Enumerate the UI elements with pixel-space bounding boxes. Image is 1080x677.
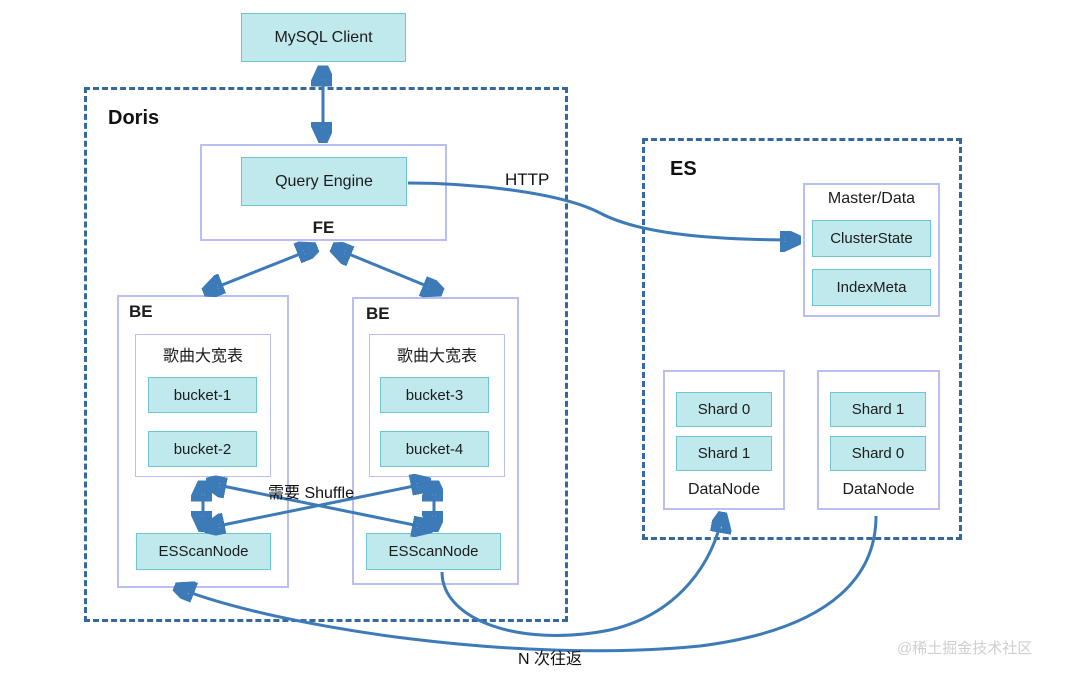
datanode-right-shard-0[interactable]: Shard 0 xyxy=(830,436,926,471)
indexmeta-node[interactable]: IndexMeta xyxy=(812,269,931,306)
datanode-left-shard-1[interactable]: Shard 1 xyxy=(676,436,772,471)
watermark: @稀土掘金技术社区 xyxy=(897,640,1033,657)
esscannode-left-node[interactable]: ESScanNode xyxy=(136,533,271,570)
query-engine-node[interactable]: Query Engine xyxy=(241,157,407,206)
be-left-table-label: 歌曲大宽表 xyxy=(162,348,243,365)
esscannode-right-node[interactable]: ESScanNode xyxy=(366,533,501,570)
clusterstate-node[interactable]: ClusterState xyxy=(812,220,931,257)
bucket-1-node[interactable]: bucket-1 xyxy=(148,377,257,413)
be-right-table-group xyxy=(369,334,505,477)
mysql-client-node[interactable]: MySQL Client xyxy=(241,13,406,62)
roundtrips-label: N 次往返 xyxy=(518,651,583,668)
fe-label: FE xyxy=(312,218,335,237)
bucket-2-node[interactable]: bucket-2 xyxy=(148,431,257,467)
datanode-left-shard-0[interactable]: Shard 0 xyxy=(676,392,772,427)
datanode-right-shard-1[interactable]: Shard 1 xyxy=(830,392,926,427)
be-right-table-label: 歌曲大宽表 xyxy=(396,348,477,365)
es-zone-title: ES xyxy=(670,158,697,180)
master-data-label: Master/Data xyxy=(827,190,916,207)
datanode-right-group xyxy=(817,370,940,510)
doris-zone-title: Doris xyxy=(108,107,160,129)
master-data-group xyxy=(803,183,940,317)
datanode-right-label: DataNode xyxy=(842,481,915,498)
be-right-label: BE xyxy=(366,304,390,323)
bucket-3-node[interactable]: bucket-3 xyxy=(380,377,489,413)
datanode-left-group xyxy=(663,370,785,510)
shuffle-label: 需要 Shuffle xyxy=(268,485,354,502)
datanode-left-label: DataNode xyxy=(687,481,761,498)
http-label: HTTP xyxy=(505,170,550,189)
be-left-label: BE xyxy=(129,302,153,321)
bucket-4-node[interactable]: bucket-4 xyxy=(380,431,489,467)
